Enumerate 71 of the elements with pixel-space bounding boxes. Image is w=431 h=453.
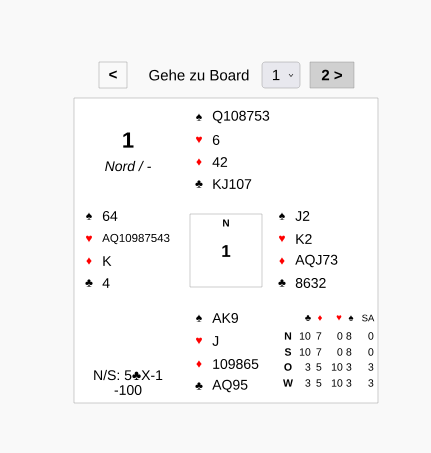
suit-symbol: ♠	[86, 212, 92, 220]
table-cell: 0	[368, 348, 374, 356]
table-cell: 3	[368, 379, 374, 387]
suit-symbol: ♠	[196, 314, 202, 322]
card-holding: 4	[102, 278, 110, 288]
card-holding: AQ95	[212, 380, 248, 392]
table-cell: N	[284, 332, 292, 340]
table-cell: 7	[316, 332, 322, 340]
table-cell: 8	[346, 332, 352, 340]
table-cell: 0	[368, 332, 374, 340]
card-holding: AQ10987543	[102, 234, 170, 244]
card-holding: KJ107	[213, 179, 252, 189]
contract-text: N/S: 5♣X-1	[94, 370, 162, 380]
next-button: 2 >	[310, 62, 354, 88]
table-header: ♥	[336, 315, 342, 321]
suit-symbol: ♠	[279, 212, 285, 220]
board-number: 1	[123, 132, 134, 148]
table-cell: 3	[305, 379, 310, 387]
table-cell: 3	[368, 363, 374, 371]
suit-symbol: ♦	[196, 360, 202, 368]
card-holding: 8632	[296, 278, 326, 288]
table-cell: 0	[337, 348, 342, 356]
table-cell: 8	[346, 348, 352, 356]
card-holding: 6	[212, 135, 220, 145]
card-holding: Q108753	[212, 110, 270, 124]
dealer-text: Nord / -	[105, 160, 151, 172]
table-cell: 3	[305, 363, 310, 371]
suit-symbol: ♦	[86, 257, 92, 265]
card-holding: K	[103, 256, 112, 266]
table-cell: 10	[332, 363, 342, 371]
board-select: 1	[262, 62, 300, 88]
compass-box: N 1	[190, 214, 262, 288]
table-cell: 10	[300, 332, 310, 340]
suit-symbol: ♣	[85, 279, 93, 287]
table-cell: 7	[316, 348, 322, 356]
card-holding: 64	[102, 211, 118, 221]
card-holding: 109865	[213, 359, 258, 369]
table-cell: O	[284, 363, 292, 371]
suit-symbol: ♦	[196, 158, 202, 166]
table-header: ♠	[348, 315, 354, 321]
suit-symbol: ♥	[279, 236, 285, 242]
table-cell: 5	[316, 363, 322, 371]
suit-symbol: ♥	[196, 136, 202, 144]
suit-symbol: ♥	[196, 338, 202, 344]
card-holding: AQJ73	[295, 254, 338, 268]
table-cell: 10	[300, 348, 310, 356]
back-button: <	[98, 62, 128, 88]
navigation-text: Gehe zu Board	[149, 70, 248, 80]
table-cell: 3	[346, 379, 352, 387]
table-header: SA	[362, 314, 374, 322]
suit-symbol: ♣	[195, 382, 203, 390]
card-holding: K2	[296, 234, 312, 244]
table-header: ♦	[318, 315, 322, 321]
table-cell: 5	[316, 379, 322, 387]
suit-symbol: ♠	[196, 113, 202, 121]
table-cell: 10	[332, 379, 342, 387]
suit-symbol: ♣	[195, 180, 203, 188]
table-cell: S	[284, 348, 292, 356]
card-holding: J2	[295, 211, 310, 221]
suit-symbol: ♦	[279, 257, 285, 265]
suit-symbol: ♣	[278, 279, 286, 287]
card-holding: AK9	[212, 313, 238, 323]
table-cell: W	[283, 379, 293, 387]
score-text: -100	[114, 385, 142, 395]
table-cell: 3	[346, 363, 352, 371]
card-holding: J	[212, 336, 218, 346]
table-cell: 0	[337, 332, 342, 340]
board-panel	[74, 98, 378, 404]
card-holding: 42	[212, 157, 228, 167]
table-header: ♣	[305, 315, 311, 321]
suit-symbol: ♥	[86, 236, 92, 242]
